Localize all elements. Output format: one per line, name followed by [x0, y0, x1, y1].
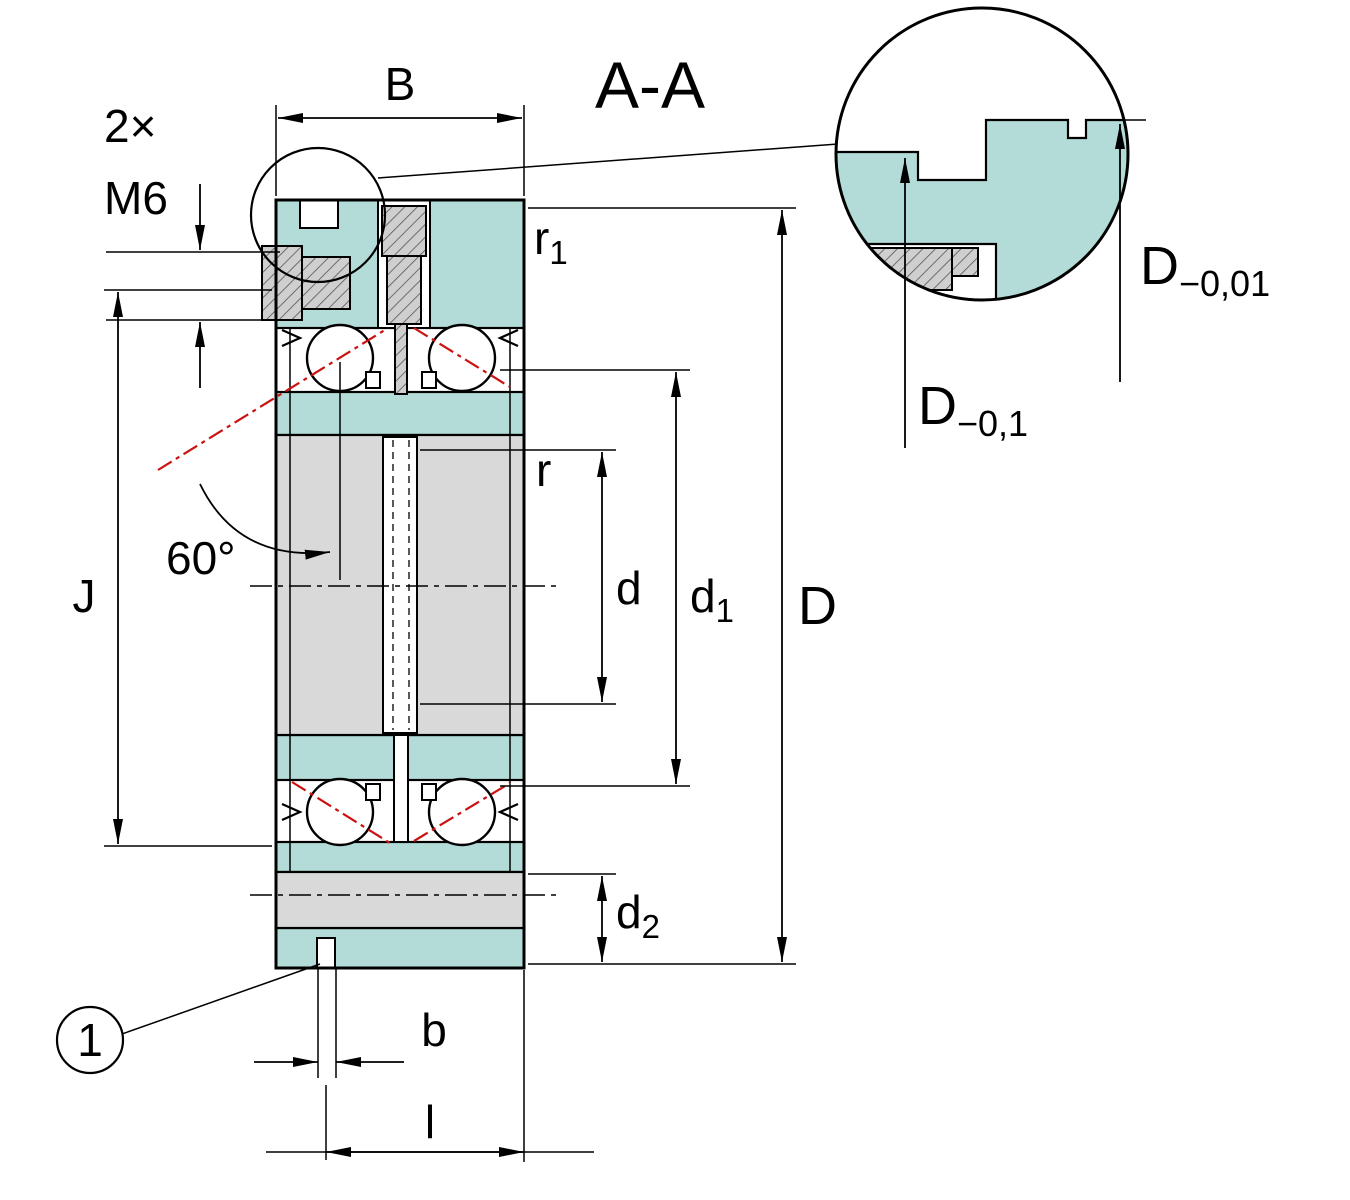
side-screw-head: [261, 245, 303, 321]
label-J: J: [73, 570, 96, 622]
label-l: l: [425, 1096, 435, 1148]
detail-source-circle: [249, 146, 387, 284]
label-D-tol-01: D−0,1: [918, 376, 1028, 444]
callout-number: 1: [77, 1014, 103, 1066]
contact-angle-lines: [157, 327, 511, 844]
label-screw-thread: M6: [104, 172, 168, 224]
label-D: D: [798, 576, 837, 636]
dim-d1: d1: [671, 372, 734, 784]
label-d2: d2: [616, 886, 660, 945]
center-screw-body: [386, 255, 422, 325]
seal-mark: [281, 328, 303, 348]
dim-D: D: [777, 210, 837, 962]
seal-mark: [281, 802, 303, 822]
label-B: B: [385, 58, 416, 110]
angle-arc: [199, 483, 331, 560]
shaft-lower: [274, 870, 526, 930]
section-label: A-A: [595, 48, 705, 122]
center-screw-head: [381, 205, 427, 257]
dimension-annotations: B A-A 2× M6 r1 r 60° J d: [73, 48, 837, 1162]
label-r: r: [536, 444, 551, 496]
retaining-slot: [299, 199, 339, 229]
detail-screw-step: [951, 247, 979, 277]
dim-B: B: [278, 58, 522, 123]
seal-mark: [497, 802, 519, 822]
label-r1: r1: [534, 212, 568, 271]
side-screw-body: [301, 256, 351, 310]
central-bore-slot: [382, 436, 418, 734]
bearing-cross-section: [250, 198, 562, 970]
ring-below-bottom-balls: [274, 840, 526, 874]
contact-line: [413, 327, 511, 388]
dim-screws: 2× M6: [104, 100, 205, 388]
dim-contact-angle: 60°: [166, 362, 341, 584]
callout-circle: [55, 1005, 125, 1075]
ball-bottom-right: [427, 777, 497, 847]
contact-line-long: [157, 327, 389, 471]
label-angle: 60°: [166, 532, 236, 584]
detail-groove-profile: [836, 118, 1128, 300]
callout-1: 1: [55, 963, 321, 1075]
ball-top-right: [427, 323, 497, 393]
contact-line: [413, 782, 511, 842]
cage-segment: [421, 783, 437, 801]
lower-center-gap: [393, 734, 409, 843]
seal-mark: [497, 328, 519, 348]
ball-bottom-left: [305, 777, 375, 847]
label-screw-count: 2×: [104, 100, 156, 152]
dim-d: d: [597, 452, 642, 702]
section-outline: [274, 198, 526, 970]
dim-d2: d2: [597, 876, 660, 962]
cage-segment: [421, 371, 437, 389]
label-d1: d1: [690, 570, 734, 629]
dim-l: l: [266, 1096, 594, 1157]
cage-segment: [365, 371, 381, 389]
dim-b: b: [254, 1004, 447, 1067]
label-D-tol-001: D−0,01: [1140, 236, 1270, 304]
outer-ring-bottom: [274, 926, 526, 970]
label-b: b: [421, 1004, 447, 1056]
detail-leader: [377, 143, 839, 179]
center-screw-stem: [394, 323, 408, 395]
label-d: d: [616, 562, 642, 614]
cage-segment: [365, 783, 381, 801]
dim-J: J: [73, 292, 123, 844]
detail-circle-outline: [834, 6, 1130, 302]
ring-below-top-balls: [274, 390, 526, 437]
contact-line: [291, 781, 391, 844]
callout-leader: [121, 963, 321, 1035]
